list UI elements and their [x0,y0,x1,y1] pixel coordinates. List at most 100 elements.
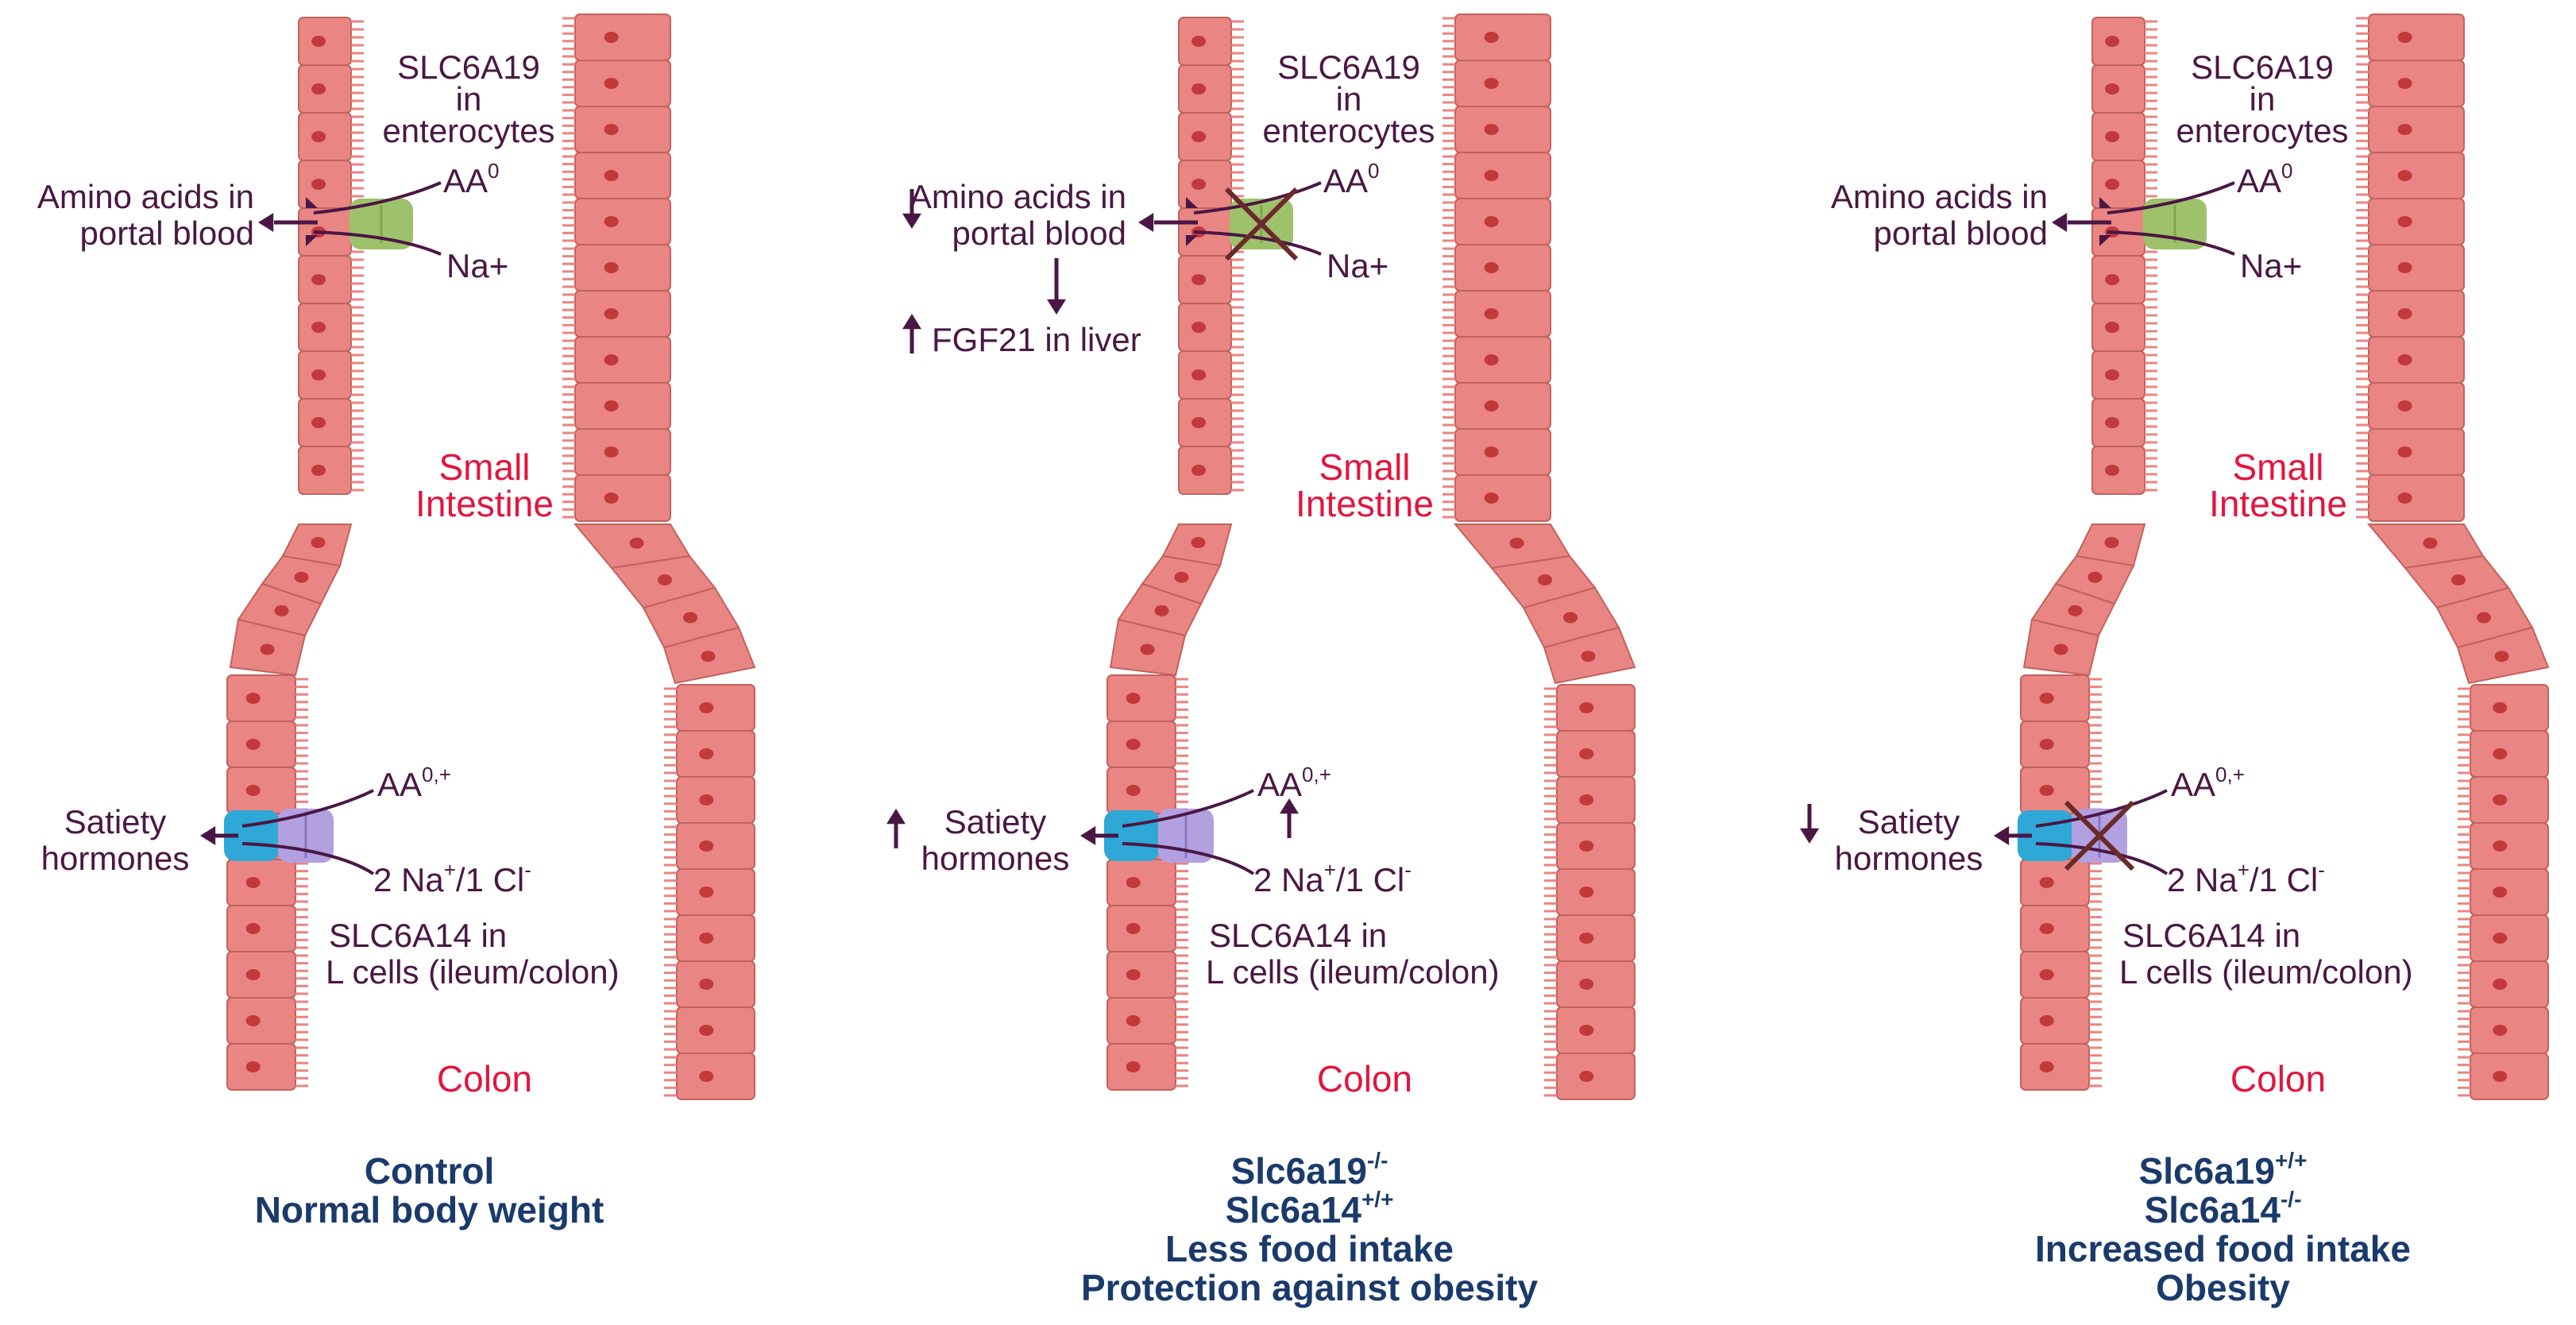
cell-nucleus [1126,1061,1141,1072]
condition-caption: Slc6a19+/+Slc6a14-/-Increased food intak… [1794,1149,2576,1308]
cell-nucleus [1484,354,1499,365]
cell-nucleus [1563,612,1578,624]
microvilli [1231,163,1244,206]
microvilli [2356,431,2369,473]
enterocyte-cell [676,960,755,1008]
cell-nucleus [2493,1071,2508,1082]
microvilli [1231,258,1244,301]
enterocyte-cell [2368,60,2465,107]
enterocyte-cell [1556,914,1636,962]
enterocyte-cell [676,684,755,732]
microvilli [1442,339,1455,381]
enterocyte-cell [2020,767,2090,814]
aa0-flow-line [1193,181,1322,214]
enterocyte-cell [2470,730,2549,778]
satiety-hormones-label: Satiety hormones [41,803,190,877]
cell-nucleus [2087,571,2103,583]
microvilli [2089,954,2102,995]
enterocyte-cell [574,474,671,522]
cell-nucleus [1191,537,1206,548]
microvilli [562,247,575,288]
cell-nucleus [1191,417,1207,428]
enterocyte-cell [2470,822,2549,870]
cell-nucleus [2105,179,2120,190]
aa0-label: AA0 [443,159,500,199]
microvilli [2089,678,2102,719]
cell-nucleus [1126,693,1141,704]
microvilli [2356,477,2369,519]
cell-nucleus [1126,969,1141,980]
cell-nucleus [2493,748,2508,759]
microvilli [351,306,364,349]
slc6a14-label: SLC6A14 in L cells (ileum/colon) [2119,917,2413,991]
microvilli [1176,1046,1188,1087]
cell-nucleus [1126,923,1141,934]
cell-nucleus [1126,1015,1141,1026]
enterocyte-cell [574,60,671,107]
aa0plus-flow-line [241,789,374,828]
cell-nucleus [2493,840,2508,852]
microvilli [2356,63,2369,104]
enterocyte-cell [1454,152,1551,199]
enterocyte-cell [574,106,671,153]
microvilli [2458,779,2470,821]
microvilli [1442,477,1455,519]
knockout-cross [1224,187,1299,261]
microvilli [664,871,677,913]
microvilli [2145,401,2157,444]
microvilli [351,449,364,492]
enterocyte-cell [676,822,755,870]
cell-nucleus [604,354,619,365]
microvilli [2458,964,2470,1005]
microvilli [562,109,575,150]
enterocyte-cell [574,152,671,199]
na-flow-line [2107,230,2235,256]
cell-nucleus [699,979,714,990]
enterocyte-cell [1556,1053,1636,1100]
cell-nucleus [245,877,261,888]
microvilli [2458,1056,2470,1097]
microvilli [1176,862,1188,903]
cell-nucleus [2105,36,2120,47]
flow-tip [306,197,318,208]
enterocyte-cell [676,776,755,824]
cell-nucleus [629,537,644,549]
cell-nucleus [1579,702,1594,713]
na-flow-line [313,230,442,256]
cell-nucleus [2039,969,2054,980]
enterocyte-cell [1454,428,1551,476]
satiety-trend-arrow-head [1800,828,1819,844]
enterocyte-cell [2020,720,2090,768]
cell-nucleus [245,739,261,750]
flow-tip [2099,235,2111,246]
cell-nucleus [604,170,619,181]
cell-nucleus [311,369,326,381]
cell-nucleus [2039,877,2054,888]
enterocyte-cell [1454,336,1551,384]
cell-nucleus [245,1015,261,1026]
cell-nucleus [311,417,326,428]
cell-nucleus [2105,131,2120,142]
knockout-cross [2064,800,2135,871]
enterocyte-cell [2020,1043,2090,1091]
cell-nucleus [245,969,261,980]
cell-nucleus [2493,887,2508,898]
cell-nucleus [1191,179,1207,190]
cell-nucleus [294,571,309,583]
enterocyte-cell [226,997,296,1045]
cell-nucleus [2494,651,2509,662]
intestine-drawing [200,14,756,1100]
enterocyte-cell [2368,198,2465,245]
microvilli [664,917,677,959]
enterocyte-cell [2020,859,2090,906]
microvilli [295,678,308,719]
cell-nucleus [1126,877,1141,888]
cell-nucleus [2397,216,2412,227]
na-plus-label: Na+ [2240,247,2303,284]
microvilli [1442,63,1455,104]
microvilli [351,68,364,110]
enterocyte-cell [2470,684,2549,732]
cell-nucleus [699,840,714,852]
cell-nucleus [1174,571,1189,583]
cell-nucleus [1140,643,1155,655]
